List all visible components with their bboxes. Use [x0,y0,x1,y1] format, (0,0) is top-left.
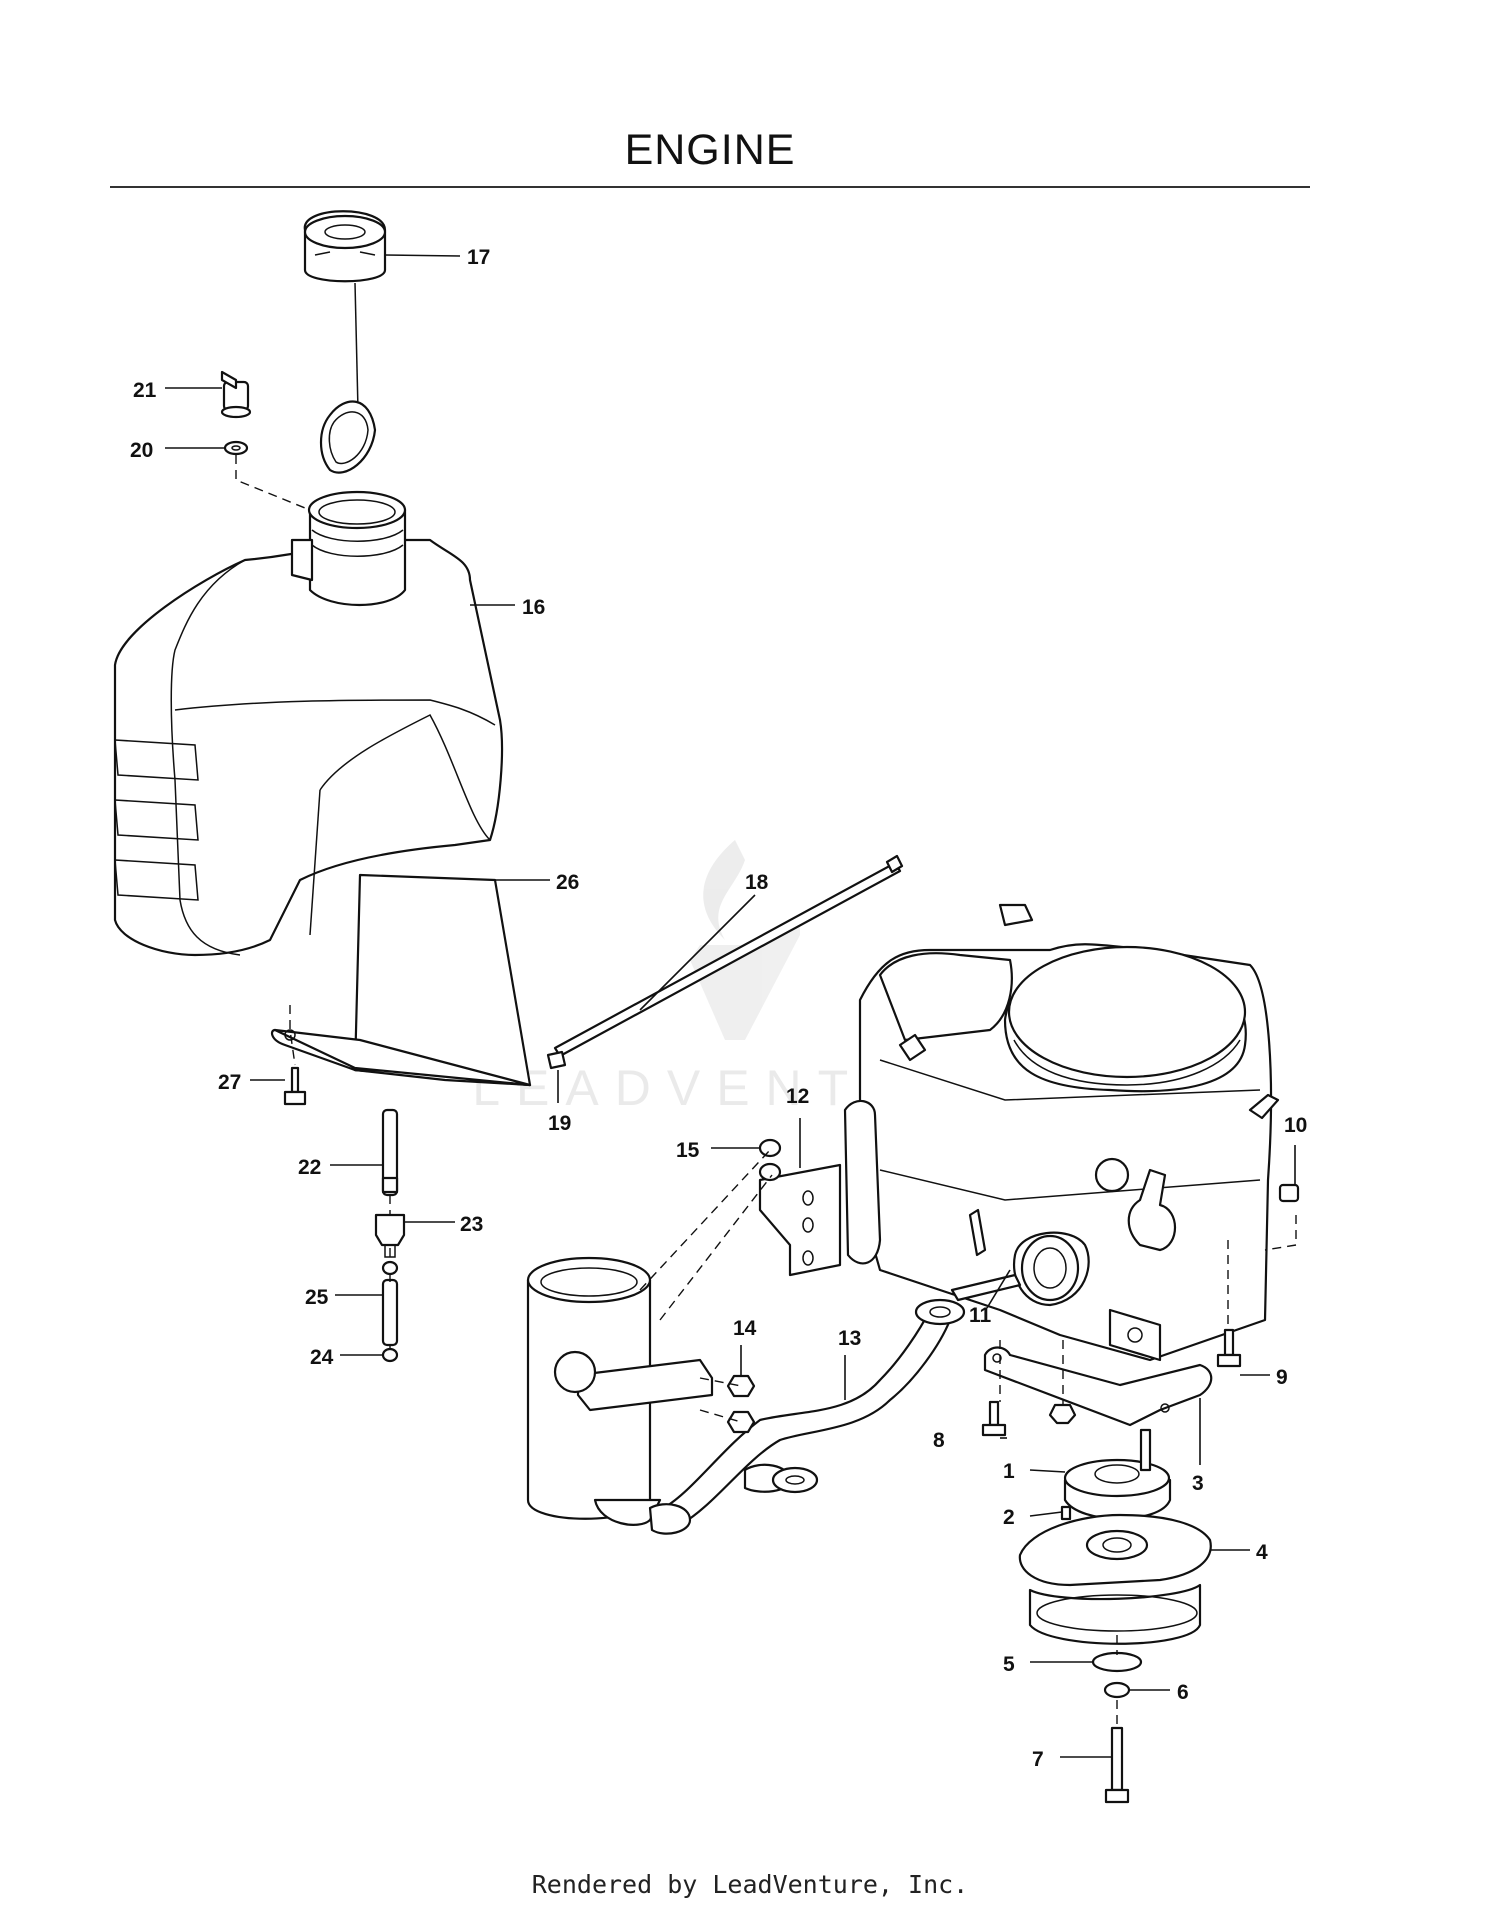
callout-labels: 17 21 20 16 26 27 22 23 25 24 18 19 15 1… [130,246,1307,1771]
callout-5: 5 [1003,1653,1015,1676]
watermark-flame-icon [703,840,745,940]
fuel-tank [113,490,504,957]
callout-16: 16 [522,596,545,619]
callout-8: 8 [933,1429,945,1452]
heat-shield [270,873,532,1087]
callout-26: 26 [556,871,579,894]
callout-17: 17 [467,246,490,269]
callout-9: 9 [1276,1366,1288,1389]
callout-18: 18 [745,871,769,894]
callout-6: 6 [1177,1681,1189,1704]
bracket-12 [758,1138,842,1277]
callout-14: 14 [733,1317,757,1340]
engine [843,903,1300,1362]
callout-23: 23 [460,1213,483,1236]
exhaust-pipe [648,1298,966,1535]
mount-plate [981,1328,1242,1437]
callout-24: 24 [310,1346,334,1369]
pto-clutch-assembly [1018,1428,1212,1804]
callout-20: 20 [130,439,153,462]
title-divider [110,186,1310,188]
callout-25: 25 [305,1286,329,1309]
callout-4: 4 [1256,1541,1268,1564]
footer-credit: Rendered by LeadVenture, Inc. [531,1870,969,1899]
callout-10: 10 [1284,1114,1307,1137]
callout-12: 12 [786,1085,809,1108]
callout-3: 3 [1192,1472,1204,1495]
callout-7: 7 [1032,1748,1044,1771]
callout-21: 21 [133,379,157,402]
callout-27: 27 [218,1071,241,1094]
callout-1: 1 [1003,1460,1015,1483]
fuel-line-assembly [374,1108,406,1363]
watermark-chevron-icon [690,920,800,1040]
leader-lines [165,254,1296,1758]
callout-11: 11 [969,1304,992,1327]
fuel-cap [303,210,387,474]
nuts-14 [726,1374,756,1434]
callout-15: 15 [676,1139,700,1162]
assembly-lines [235,455,1297,1728]
muffler [526,1256,714,1526]
callout-13: 13 [838,1327,861,1350]
page-title: ENGINE [624,126,796,174]
callout-22: 22 [298,1156,321,1179]
fuel-valve [220,370,252,456]
bolt-27 [283,1066,307,1106]
callout-19: 19 [548,1112,571,1135]
callout-2: 2 [1003,1506,1015,1529]
